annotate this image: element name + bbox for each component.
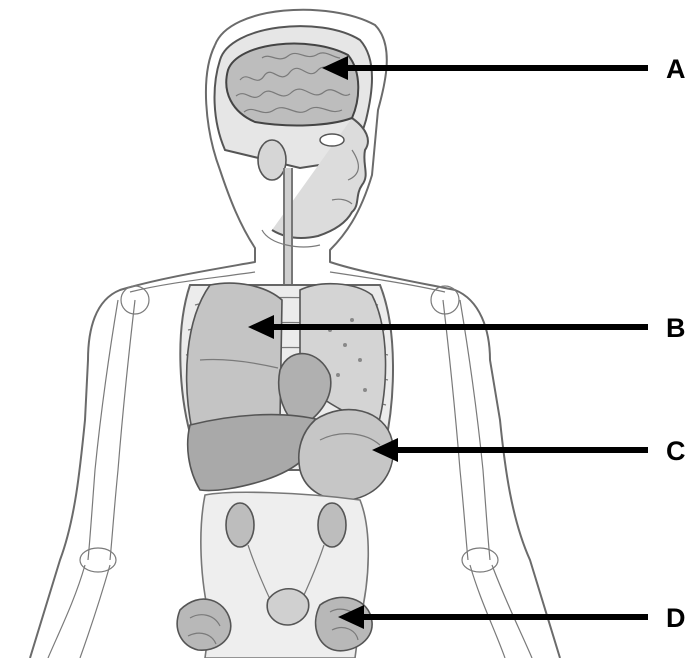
stomach xyxy=(299,410,393,501)
brain xyxy=(226,44,358,126)
label-a: A xyxy=(666,54,686,84)
label-c: C xyxy=(666,436,686,466)
label-b: B xyxy=(666,313,686,343)
label-d: D xyxy=(666,603,686,633)
callout-c: C xyxy=(372,436,686,466)
callout-d: D xyxy=(338,603,686,633)
pelvis-and-intestine xyxy=(177,492,372,658)
callout-a: A xyxy=(322,54,686,84)
right-lung xyxy=(187,283,282,436)
